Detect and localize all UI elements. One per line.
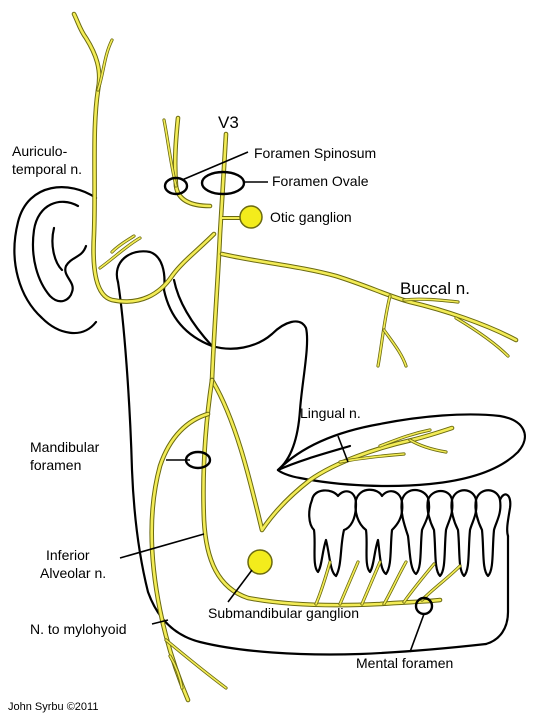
- label-auriculotemporal-line2: temporal n.: [12, 161, 82, 177]
- submandibular-ganglion: [247, 549, 273, 575]
- label-buccal-nerve: Buccal n.: [400, 279, 470, 298]
- credit: John Syrbu ©2011: [8, 701, 98, 713]
- label-inferior-alveolar-line2: Alveolar n.: [40, 565, 106, 581]
- label-submandibular-ganglion: Submandibular ganglion: [208, 605, 359, 621]
- nerves: [71, 11, 519, 703]
- label-inferior-alveolar-line1: Inferior: [46, 547, 90, 563]
- label-mandibular-foramen-line1: Mandibular: [30, 439, 100, 455]
- leader-lines: [119, 151, 425, 653]
- ear: [13, 186, 98, 335]
- foramen-spinosum: [163, 176, 189, 196]
- otic-ganglion: [222, 205, 263, 229]
- label-nerve-to-mylohyoid: N. to mylohyoid: [30, 621, 126, 637]
- foramen-ovale: [200, 170, 246, 196]
- teeth: [308, 488, 512, 578]
- label-lingual-nerve: Lingual n.: [300, 405, 361, 421]
- label-foramen-ovale: Foramen Ovale: [272, 173, 369, 189]
- label-v3: V3: [218, 113, 239, 132]
- label-mandibular-foramen-line2: foramen: [30, 457, 81, 473]
- label-foramen-spinosum: Foramen Spinosum: [254, 145, 376, 161]
- label-auriculotemporal-line1: Auriculo-: [12, 143, 68, 159]
- mandible-outline: [115, 250, 510, 656]
- label-otic-ganglion: Otic ganglion: [270, 209, 352, 225]
- label-mental-foramen: Mental foramen: [356, 655, 453, 671]
